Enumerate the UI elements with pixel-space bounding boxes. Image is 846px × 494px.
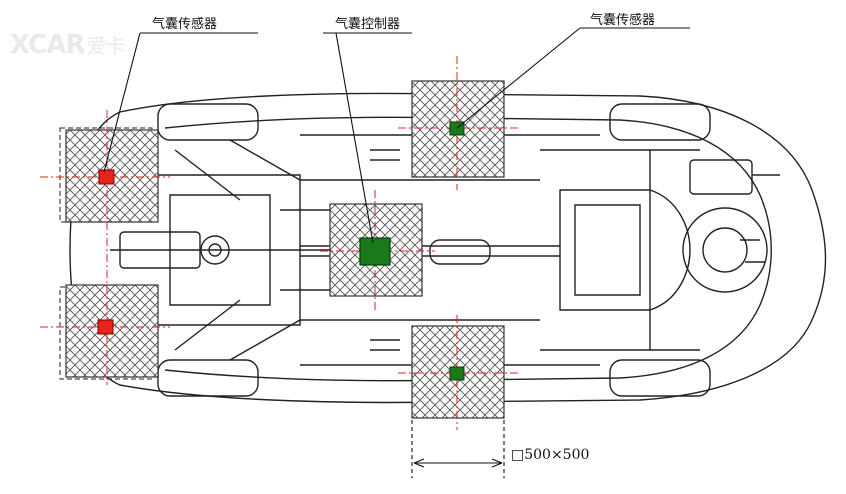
label-airbag-controller: 气囊控制器 xyxy=(335,17,401,32)
controller-marker xyxy=(359,237,391,266)
front-sensor-bottom-marker xyxy=(97,319,114,335)
label-side-airbag-sensor: 气囊传感器 xyxy=(590,13,656,28)
hatched-zones xyxy=(65,80,505,419)
watermark-cn: 爱卡 xyxy=(86,34,125,58)
leader-lines xyxy=(103,27,690,244)
label-dimension: □500×500 xyxy=(511,447,590,463)
zone-front-top xyxy=(65,129,159,223)
label-front-airbag-sensor: 气囊传感器 xyxy=(152,17,218,32)
dimension-markers xyxy=(411,420,505,478)
front-sensor-top-marker xyxy=(98,169,115,185)
watermark-latin: XCAR xyxy=(10,30,85,60)
side-sensor-bottom-marker xyxy=(449,366,465,381)
